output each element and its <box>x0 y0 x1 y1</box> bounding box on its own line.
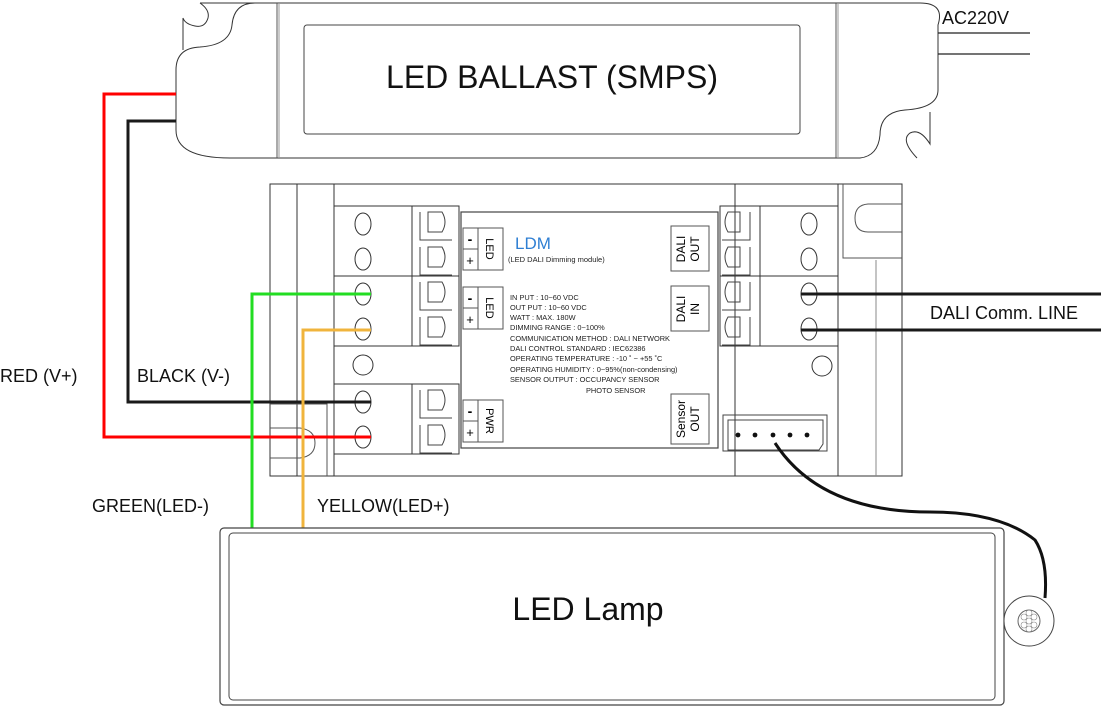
port-led-2: - + LED <box>462 286 504 330</box>
port-pwr: - + PWR <box>462 399 504 443</box>
label-dali-line: DALI Comm. LINE <box>930 303 1078 323</box>
port-minus: - <box>468 290 473 306</box>
spec-line: IN PUT : 10~60 VDC <box>510 293 579 302</box>
spec-line: PHOTO SENSOR <box>586 386 645 395</box>
wire-sensor-cable <box>773 442 1047 599</box>
terminal-lever-glyphs <box>722 211 751 346</box>
spec-line: DIMMING RANGE : 0~100% <box>510 323 605 332</box>
label-green-wire: GREEN(LED-) <box>92 496 209 516</box>
lamp-title: LED Lamp <box>512 591 663 627</box>
module-name: LDM <box>515 234 551 253</box>
label-red-wire: RED (V+) <box>0 366 78 386</box>
ballast-mount-tab-left <box>182 2 209 50</box>
left-terminal-blocks <box>333 205 460 455</box>
port-plus: + <box>466 253 474 268</box>
port-line2: IN <box>688 303 702 315</box>
spec-line: OPERATING TEMPERATURE : -10 ˚ ~ +55 ˚C <box>510 354 663 363</box>
ballast-title: LED BALLAST (SMPS) <box>386 59 718 95</box>
port-plus: + <box>466 312 474 327</box>
port-name: LED <box>483 297 495 318</box>
wire-yellow-led-plus <box>301 328 371 528</box>
terminal-screw <box>800 247 818 271</box>
terminal-screw <box>354 247 372 271</box>
terminal-block-dali-out <box>719 205 839 277</box>
spec-line: OUT PUT : 10~60 VDC <box>510 303 587 312</box>
sensor-lens-grid <box>1020 609 1038 633</box>
port-name: LED <box>483 238 495 259</box>
ac-input-label: AC220V <box>942 8 1009 28</box>
port-minus: - <box>468 403 473 419</box>
label-yellow-wire: YELLOW(LED+) <box>317 496 450 516</box>
left-port-badges: - + LED - + LED - + PWR <box>462 227 504 443</box>
sensor-head <box>1003 595 1055 647</box>
terminal-block-led-2 <box>333 275 460 347</box>
port-line2: OUT <box>688 406 702 432</box>
spec-line: SENSOR OUTPUT : OCCUPANCY SENSOR <box>510 375 659 384</box>
ballast-body-outline <box>175 2 940 159</box>
port-line1: Sensor <box>674 400 688 438</box>
ballast-label-panel <box>303 24 801 135</box>
port-led-1: - + LED <box>462 227 504 271</box>
port-line1: DALI <box>674 236 688 263</box>
housing-screw-hole <box>352 354 374 376</box>
terminal-lever-glyphs <box>419 211 452 454</box>
spec-line: DALI CONTROL STANDARD : IEC62386 <box>510 344 646 353</box>
terminal-block-led-1 <box>333 205 460 277</box>
wire-black-v-minus <box>126 119 371 404</box>
ballast-mount-tab-right <box>905 112 931 159</box>
ac-input-wires <box>938 32 1030 55</box>
lamp-inner-outline <box>228 532 996 701</box>
port-dali-in: DALI IN <box>670 285 710 332</box>
label-black-wire: BLACK (V-) <box>137 366 230 386</box>
wire-dali-comm-line <box>801 292 1101 332</box>
port-sensor-out: Sensor OUT <box>670 393 710 445</box>
port-plus: + <box>466 425 474 440</box>
terminal-screw <box>354 212 372 236</box>
sensor-connector <box>722 414 828 452</box>
sensor-lens-icon <box>1017 609 1041 633</box>
housing-mount-slot-left <box>270 403 328 476</box>
terminal-screw <box>800 212 818 236</box>
right-port-badges: DALI OUT DALI IN Sensor OUT <box>670 225 710 445</box>
port-name: PWR <box>483 408 495 434</box>
spec-line: WATT : MAX. 180W <box>510 313 576 322</box>
port-line1: DALI <box>674 296 688 323</box>
port-dali-out: DALI OUT <box>670 225 710 272</box>
wire-green-led-minus <box>250 292 371 528</box>
led-ballast <box>175 2 940 159</box>
terminal-block-pwr <box>333 383 460 455</box>
housing-screw-hole <box>811 355 833 377</box>
spec-line: OPERATING HUMIDITY : 0~95%(non-condensin… <box>510 365 678 374</box>
spec-line: COMMUNICATION METHOD : DALI NETWORK <box>510 334 670 343</box>
port-line2: OUT <box>688 236 702 262</box>
housing-mount-slot-right <box>842 184 902 259</box>
module-spec-list: IN PUT : 10~60 VDC OUT PUT : 10~60 VDC W… <box>510 293 678 395</box>
port-minus: - <box>468 231 473 247</box>
wire-red-v-plus <box>102 92 371 439</box>
terminal-block-dali-in <box>719 275 839 347</box>
module-subtitle: (LED DALI Dimming module) <box>508 255 605 264</box>
